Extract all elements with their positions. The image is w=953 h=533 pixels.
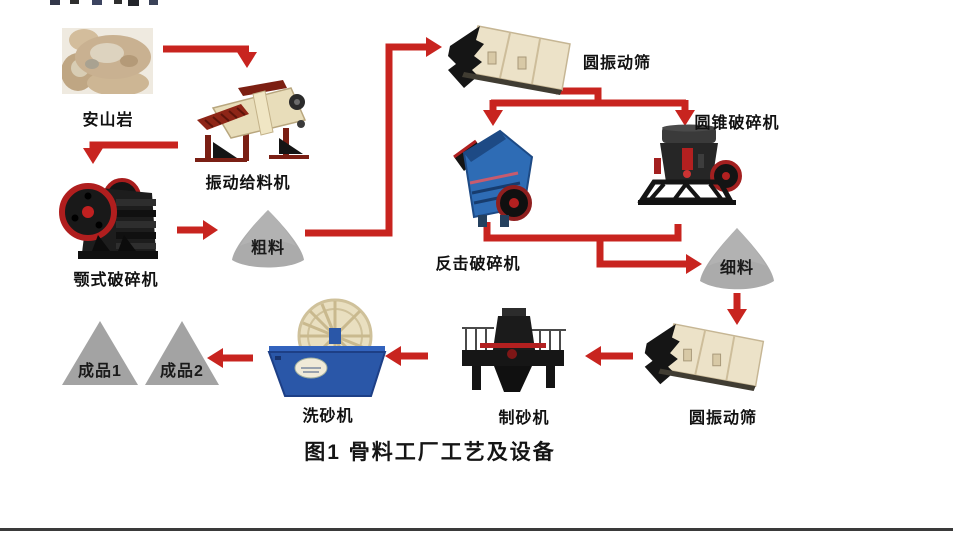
product1-triangle: 成品1 xyxy=(62,321,138,385)
sand-washer-label: 洗砂机 xyxy=(302,408,354,425)
jaw-crusher-image xyxy=(58,165,170,265)
sand-washer-image xyxy=(263,296,393,402)
cropped-text-fragment xyxy=(50,0,60,5)
cropped-text-fragment xyxy=(70,0,79,4)
product2-label: 成品2 xyxy=(160,363,204,380)
cropped-text-fragment xyxy=(114,0,122,4)
vibrating-feeder-label: 振动给料机 xyxy=(205,175,291,192)
vibrating-feeder-image xyxy=(183,80,313,165)
circular-screen-top-label: 圆振动筛 xyxy=(582,55,651,72)
andesite-label: 安山岩 xyxy=(82,112,134,129)
cropped-text-fragment xyxy=(92,0,102,5)
fine-material-pile: 细料 xyxy=(696,226,778,292)
andesite-rocks-image xyxy=(62,28,153,94)
circular-screen-top-image xyxy=(448,24,574,96)
cropped-text-fragment xyxy=(149,0,158,5)
product2-triangle: 成品2 xyxy=(145,321,219,385)
fine-material-label: 细料 xyxy=(719,260,754,277)
cone-crusher-label: 圆锥破碎机 xyxy=(694,115,780,132)
cropped-text-fragment xyxy=(128,0,139,6)
product1-label: 成品1 xyxy=(78,363,122,380)
coarse-material-label: 粗料 xyxy=(250,240,285,257)
page-divider xyxy=(0,528,953,531)
figure-caption: 图1 骨料工厂工艺及设备 xyxy=(304,441,556,464)
jaw-crusher-label: 颚式破碎机 xyxy=(73,272,159,289)
impact-crusher-image xyxy=(438,127,542,231)
impact-crusher-label: 反击破碎机 xyxy=(435,256,521,273)
sand-maker-image xyxy=(446,306,580,396)
sand-maker-label: 制砂机 xyxy=(498,410,550,427)
circular-screen-bottom-image xyxy=(643,322,769,392)
coarse-material-pile: 粗料 xyxy=(228,208,308,270)
cone-crusher-image xyxy=(634,124,744,224)
circular-screen-bottom-label: 圆振动筛 xyxy=(688,410,757,427)
